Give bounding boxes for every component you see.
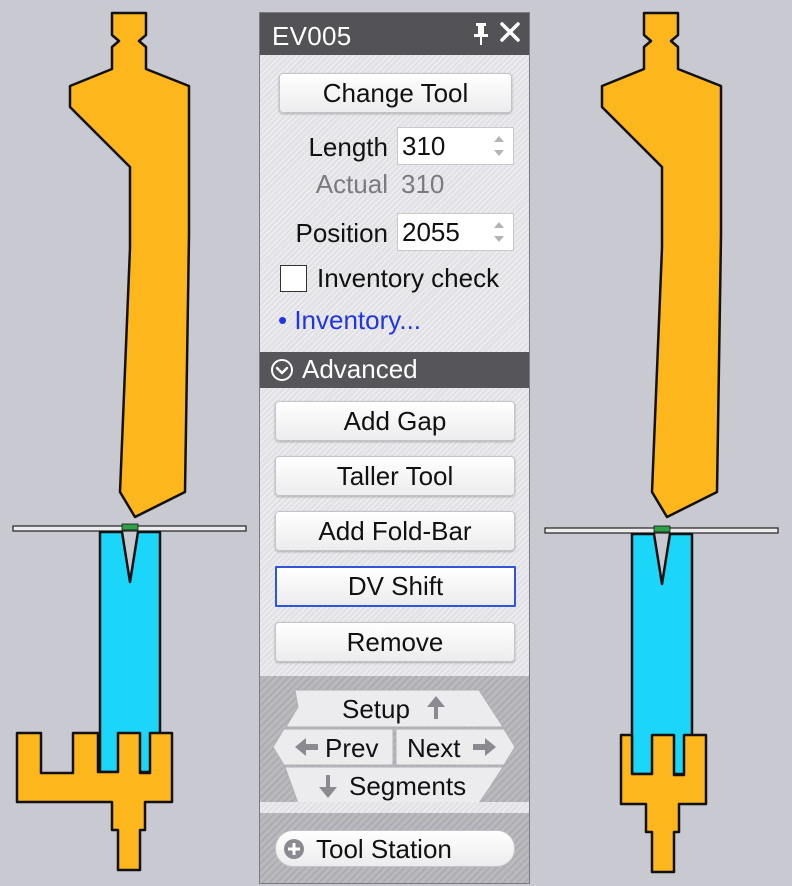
- close-icon[interactable]: [499, 21, 521, 43]
- length-input[interactable]: [402, 130, 486, 162]
- next-label: Next: [407, 733, 461, 763]
- inventory-link[interactable]: • Inventory...: [278, 305, 422, 335]
- tool-panel: EV005 Change Tool Length Actual 310 Posi…: [259, 12, 530, 884]
- left-arrow-icon: [295, 738, 318, 756]
- navigation-area: Setup Prev Next Segments: [260, 676, 529, 802]
- die-holder: [15, 731, 174, 872]
- length-up-arrow-icon[interactable]: [494, 136, 504, 142]
- position-spinner[interactable]: [397, 213, 514, 251]
- prev-label: Prev: [325, 733, 379, 763]
- upper-punch: [600, 11, 723, 519]
- tooling-view-right: [544, 11, 779, 874]
- next-button[interactable]: Next: [396, 729, 515, 765]
- length-down-arrow-icon[interactable]: [494, 150, 504, 156]
- next-button-shape[interactable]: [395, 728, 516, 766]
- title-bar: EV005: [260, 13, 529, 55]
- inventory-check-checkbox[interactable]: [280, 265, 307, 292]
- add-gap-button[interactable]: Add Gap: [275, 401, 515, 441]
- plus-circle-icon: [284, 839, 304, 859]
- setup-button[interactable]: Setup: [260, 690, 529, 727]
- position-down-arrow-icon[interactable]: [494, 236, 504, 242]
- die-holder: [619, 733, 708, 874]
- add-fold-bar-button[interactable]: Add Fold-Bar: [275, 511, 515, 551]
- prev-button-shape[interactable]: [272, 728, 394, 766]
- window-title: EV005: [272, 21, 352, 51]
- inventory-check-label[interactable]: Inventory check: [317, 263, 500, 293]
- navigation-pad: [272, 689, 516, 802]
- down-arrow-icon: [319, 775, 337, 798]
- up-arrow-icon: [427, 696, 445, 719]
- segments-label: Segments: [349, 771, 467, 801]
- position-up-arrow-icon[interactable]: [494, 222, 504, 228]
- tooling-view-left: [12, 11, 247, 872]
- taller-tool-button[interactable]: Taller Tool: [275, 456, 515, 496]
- setup-button-shape[interactable]: [285, 689, 504, 728]
- advanced-section-label: Advanced: [302, 354, 418, 384]
- prev-button[interactable]: Prev: [273, 729, 393, 765]
- right-arrow-icon: [473, 738, 496, 756]
- change-tool-button[interactable]: Change Tool: [279, 73, 512, 113]
- tool-station-button[interactable]: Tool Station: [275, 830, 515, 867]
- contact-point: [121, 523, 139, 531]
- advanced-section-header[interactable]: Advanced: [260, 352, 529, 388]
- tool-station-label: Tool Station: [316, 834, 452, 864]
- position-label: Position: [295, 218, 389, 248]
- actual-value: 310: [401, 169, 445, 199]
- segments-button[interactable]: Segments: [260, 767, 529, 803]
- remove-button[interactable]: Remove: [275, 622, 515, 662]
- length-label: Length: [308, 132, 388, 162]
- collapse-circle-icon: [271, 359, 293, 381]
- segments-button-shape[interactable]: [284, 766, 504, 802]
- actual-label: Actual: [315, 169, 388, 199]
- contact-point: [653, 525, 671, 533]
- upper-punch: [68, 11, 191, 519]
- length-spinner[interactable]: [397, 127, 514, 165]
- position-input[interactable]: [402, 216, 486, 248]
- dv-shift-button[interactable]: DV Shift: [275, 566, 516, 607]
- setup-label: Setup: [342, 694, 410, 724]
- pin-icon[interactable]: [473, 22, 489, 46]
- tool-station-area: Tool Station: [260, 813, 529, 883]
